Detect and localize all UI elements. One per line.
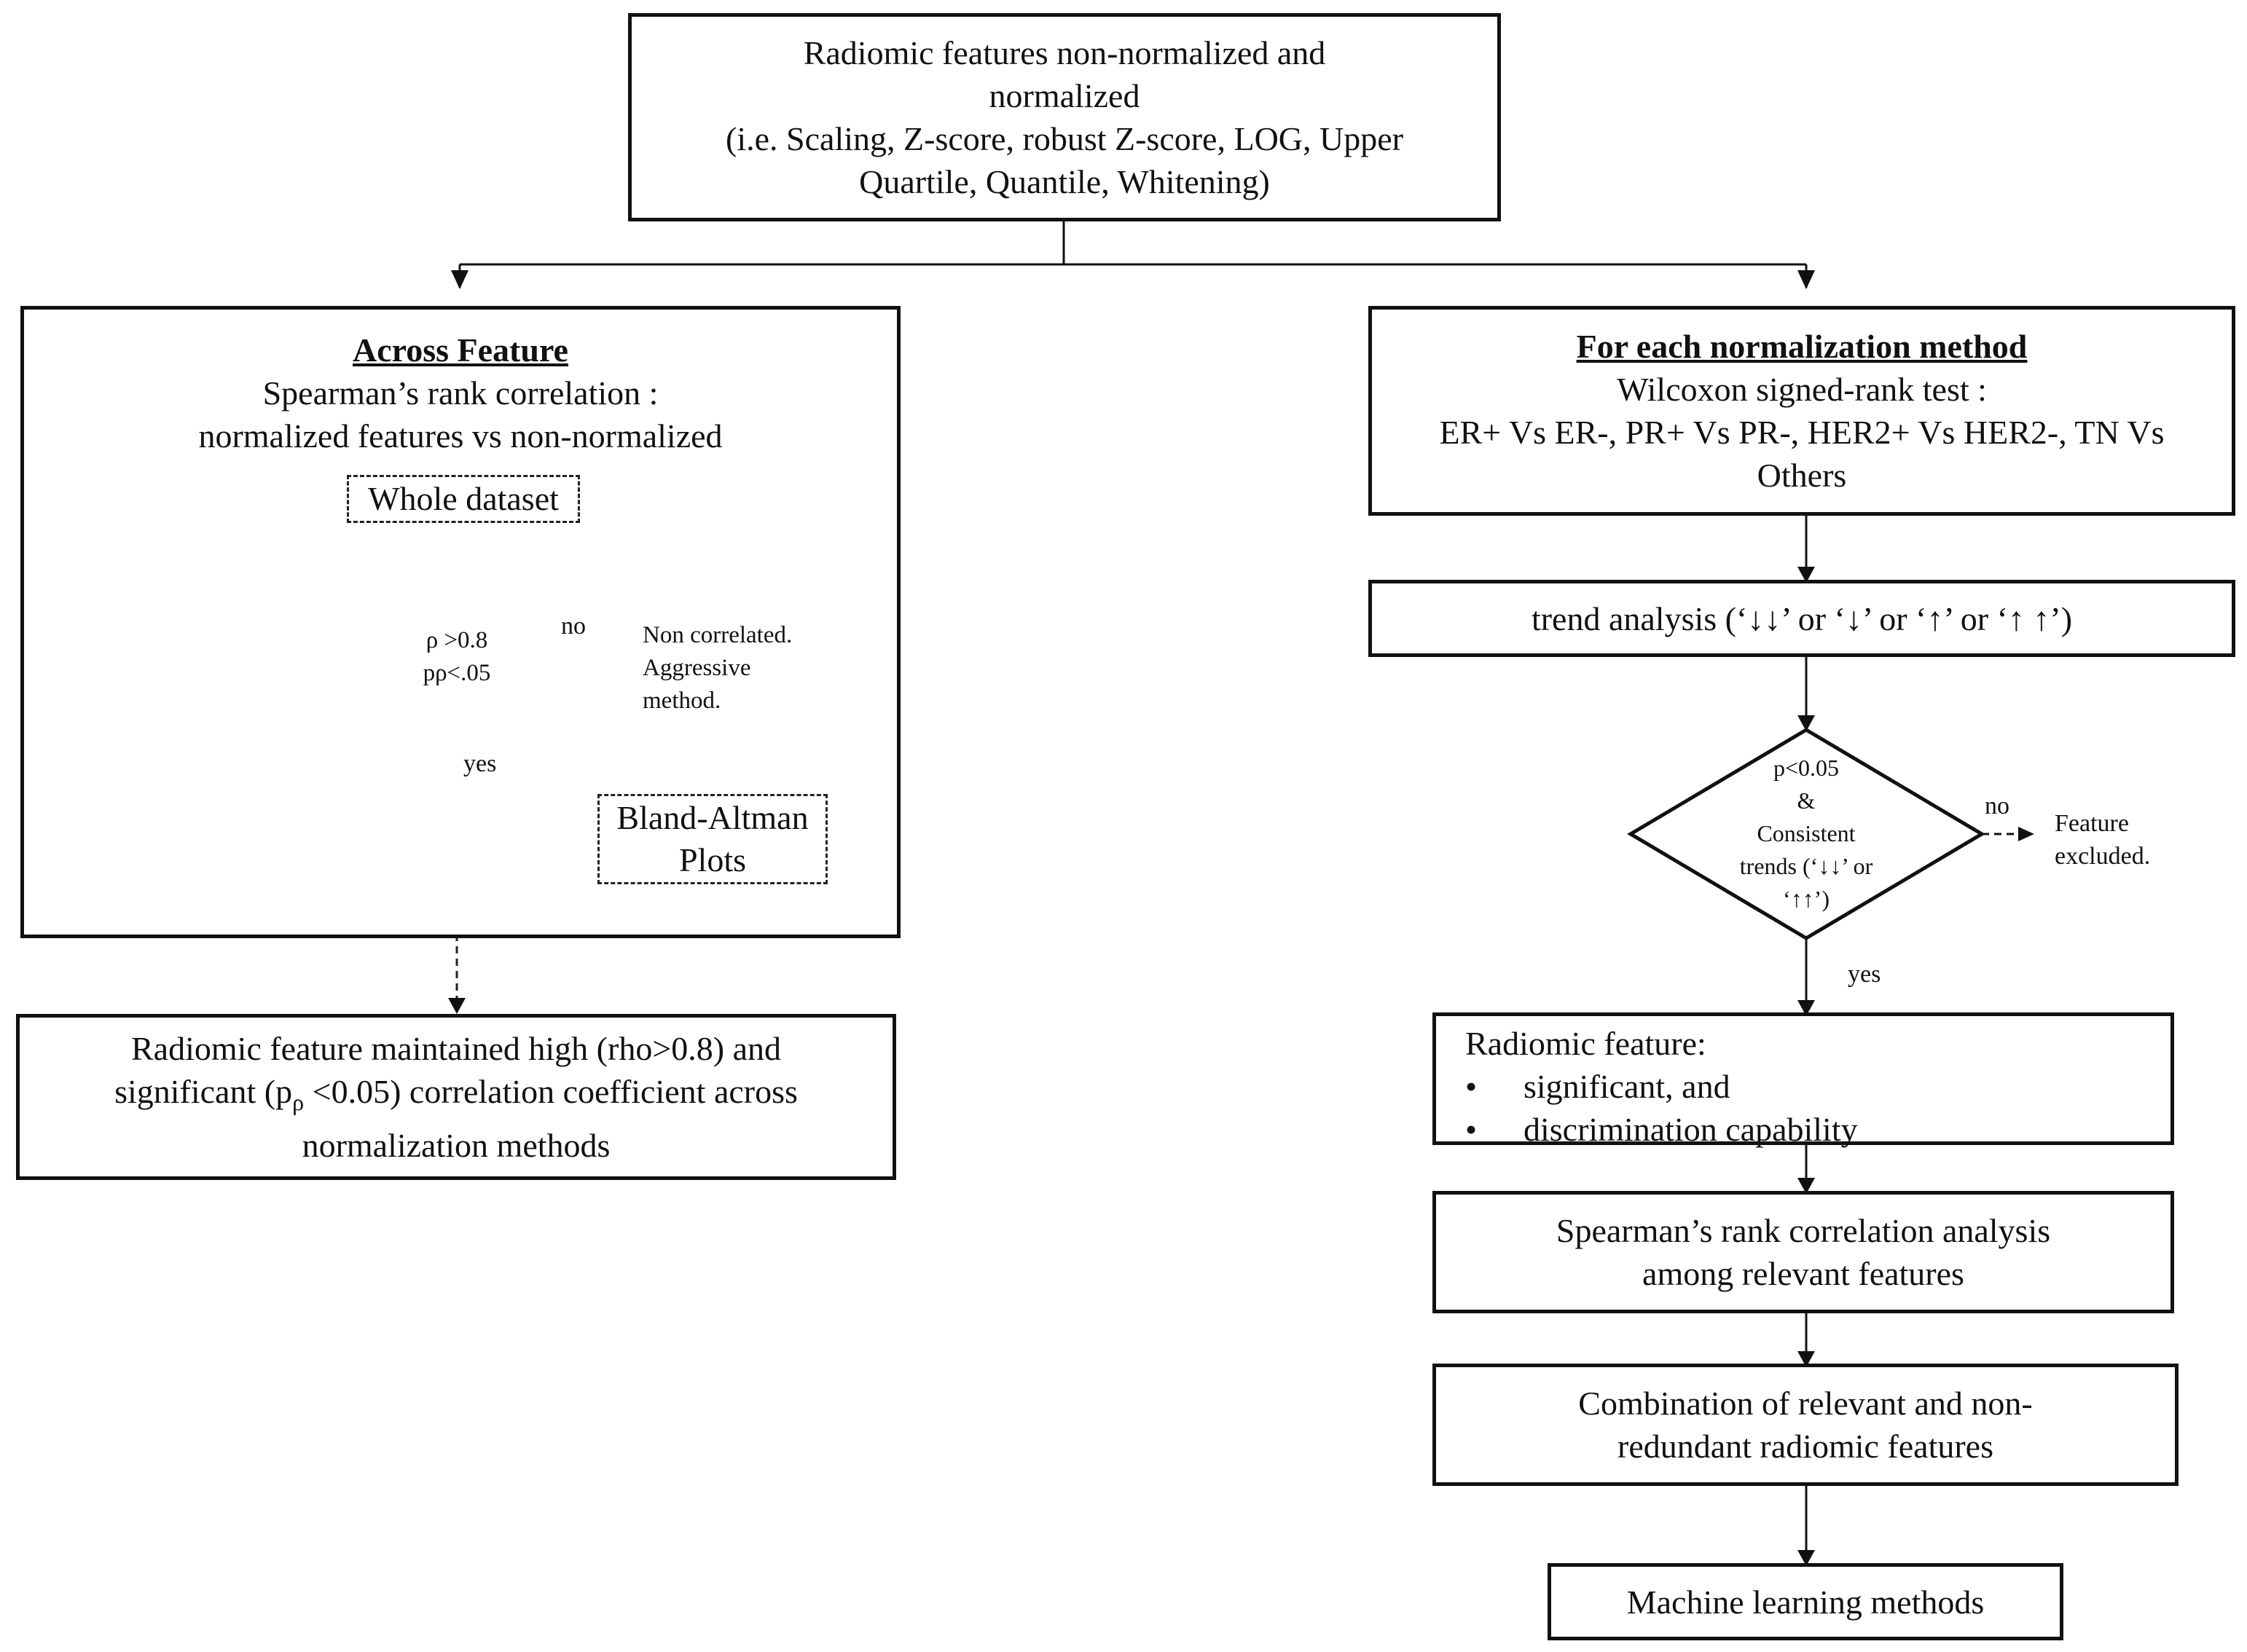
result-line-3: normalization methods	[302, 1127, 611, 1165]
combination-line-2: redundant radiomic features	[1617, 1428, 1993, 1465]
right-arrowheads	[1797, 567, 2034, 1566]
excluded-line-2: excluded.	[2055, 843, 2151, 870]
trend-analysis-box: trend analysis (‘↓↓’ or ‘↓’ or ‘↑’ or ‘↑…	[1368, 580, 2235, 657]
normalization-method-box: For each normalization method Wilcoxon s…	[1368, 306, 2235, 516]
significance-condition: p<0.05 & Consistent trends (‘↓↓’ or ‘↑↑’…	[1697, 752, 1915, 916]
input-line-3: (i.e. Scaling, Z-score, robust Z-score, …	[726, 120, 1403, 157]
and-symbol: &	[1797, 787, 1816, 814]
across-feature-title: Across Feature	[353, 331, 568, 369]
wilcoxon-line-3: Others	[1757, 457, 1847, 494]
whole-dataset-label: Whole dataset	[368, 480, 559, 517]
input-line-4: Quartile, Quantile, Whitening)	[859, 163, 1270, 200]
maintained-correlation-box: Radiomic feature maintained high (rho>0.…	[16, 1014, 896, 1180]
left-no-label: no	[561, 613, 586, 640]
input-line-1: Radiomic features non-normalized and	[803, 34, 1326, 71]
spearman-line-2: among relevant features	[1642, 1255, 1964, 1292]
non-correlated-note: Non correlated. Aggressive method.	[643, 619, 861, 717]
feature-excluded-note: Feature excluded.	[2055, 807, 2230, 873]
correlation-condition: ρ >0.8 pρ<.05	[384, 624, 530, 690]
wilcoxon-line-2: ER+ Vs ER-, PR+ Vs PR-, HER2+ Vs HER2-, …	[1439, 414, 2165, 451]
p-condition: pρ<.05	[423, 660, 491, 686]
excluded-line-1: Feature	[2055, 810, 2129, 837]
trends-label-2: ‘↑↑’)	[1783, 886, 1830, 912]
non-correlated-line-3: method.	[643, 688, 721, 714]
spearman-line-1: Spearman’s rank correlation analysis	[1556, 1212, 2051, 1249]
consistent-label: Consistent	[1757, 820, 1856, 846]
combination-box: Combination of relevant and non- redunda…	[1432, 1364, 2179, 1486]
bullet-significant: • significant, and	[1465, 1065, 1730, 1108]
spearman-analysis-box: Spearman’s rank correlation analysis amo…	[1432, 1191, 2174, 1313]
radiomic-feature-title: Radiomic feature:	[1465, 1025, 1706, 1062]
machine-learning-box: Machine learning methods	[1548, 1563, 2063, 1640]
p-value-condition: p<0.05	[1773, 755, 1840, 781]
bullet-discrimination: • discrimination capability	[1465, 1108, 1858, 1151]
whole-dataset-box: Whole dataset	[347, 475, 580, 523]
right-no-label: no	[1985, 792, 2009, 819]
radiomic-feature-box: Radiomic feature: • significant, and • d…	[1432, 1012, 2174, 1148]
normalization-method-title: For each normalization method	[1576, 328, 2028, 365]
bland-altman-line-1: Bland-Altman	[616, 799, 809, 836]
combination-line-1: Combination of relevant and non-	[1578, 1385, 2033, 1422]
right-yes-label: yes	[1848, 961, 1881, 988]
wilcoxon-line-1: Wilcoxon signed-rank test :	[1617, 371, 1987, 408]
input-features-box: Radiomic features non-normalized and nor…	[628, 13, 1501, 221]
bullet-dot: •	[1465, 1111, 1478, 1148]
machine-learning-label: Machine learning methods	[1626, 1583, 1985, 1621]
bullet-dot: •	[1465, 1068, 1478, 1105]
result-line-2-post: <0.05) correlation coefficient across	[304, 1072, 798, 1110]
rho-condition: ρ >0.8	[426, 627, 488, 653]
result-line-2-pre: significant (p	[114, 1072, 293, 1110]
bland-altman-line-2: Plots	[678, 841, 747, 878]
top-split-connector	[451, 220, 1815, 289]
bland-altman-box: Bland-Altman Plots	[597, 794, 828, 884]
result-line-2: significant (pρ <0.05) correlation coeff…	[114, 1070, 798, 1124]
non-correlated-line-1: Non correlated.	[643, 622, 793, 648]
bullet-discrimination-text: discrimination capability	[1524, 1111, 1858, 1148]
trend-analysis-label: trend analysis (‘↓↓’ or ‘↓’ or ‘↑’ or ‘↑…	[1531, 599, 2073, 637]
result-line-2-sub: ρ	[292, 1089, 305, 1116]
input-line-2: normalized	[989, 77, 1140, 114]
across-feature-line-1: Spearman’s rank correlation :	[262, 374, 659, 412]
bullet-significant-text: significant, and	[1524, 1068, 1730, 1105]
non-correlated-line-2: Aggressive	[643, 655, 751, 681]
trends-label-1: trends (‘↓↓’ or	[1739, 853, 1873, 879]
across-feature-line-2: normalized features vs non-normalized	[198, 417, 723, 455]
result-line-1: Radiomic feature maintained high (rho>0.…	[131, 1029, 781, 1067]
left-yes-label: yes	[463, 750, 497, 777]
